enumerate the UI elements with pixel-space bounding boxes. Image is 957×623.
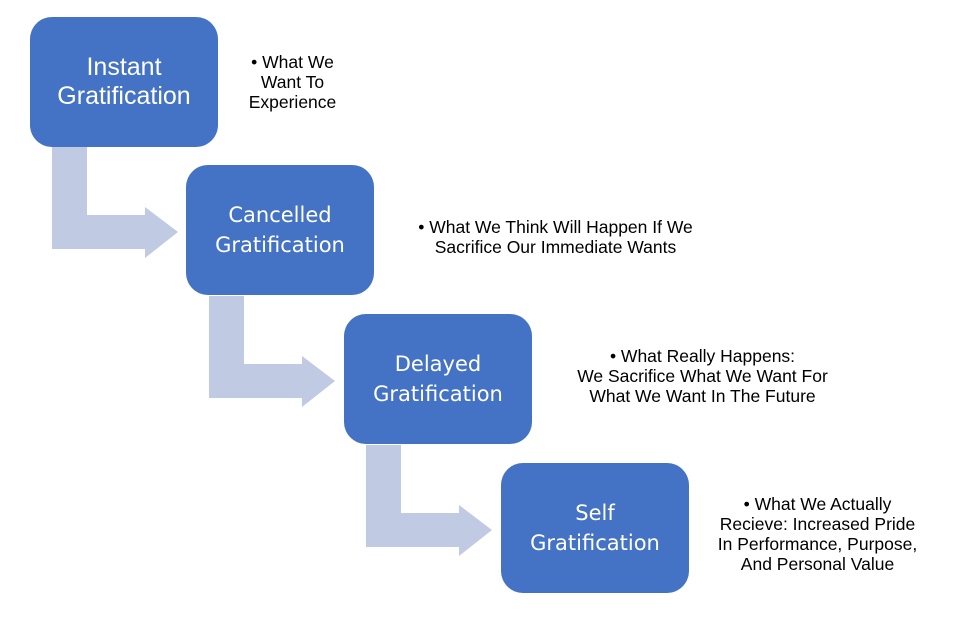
step-title-line: Gratification (215, 233, 345, 257)
description-line: What We Want In The Future (589, 386, 816, 406)
description-line: • What We Think Will Happen If We (418, 217, 693, 237)
step-box-self-gratification: Self Gratification (501, 463, 689, 593)
description-line: Sacrifice Our Immediate Wants (434, 237, 677, 257)
step-description-self-gratification: • What We Actually Recieve: Increased Pr… (700, 494, 935, 574)
bent-arrow-icon (52, 147, 178, 258)
step-description-delayed-gratification: • What Really Happens: We Sacrifice What… (540, 346, 865, 406)
step-title-line: Gratification (530, 531, 660, 555)
step-description-instant-gratification: • What We Want To Experience (230, 52, 355, 112)
description-line: We Sacrifice What We Want For (577, 366, 828, 386)
description-line: • What Really Happens: (609, 346, 796, 366)
step-title-line: Cancelled (228, 203, 332, 227)
step-box-delayed-gratification: Delayed Gratification (344, 314, 532, 444)
step-title-line: Delayed (394, 352, 482, 376)
description-line: In Performance, Purpose, (717, 534, 918, 554)
description-line: Want To (260, 72, 325, 92)
step-description-cancelled-gratification: • What We Think Will Happen If We Sacrif… (383, 217, 728, 257)
step-title-line: Instant (86, 53, 162, 81)
step-box-cancelled-gratification: Cancelled Gratification (186, 165, 374, 295)
step-title-line: Gratification (57, 82, 191, 110)
bent-arrow-icon (366, 445, 492, 556)
step-title-line: Gratification (373, 382, 503, 406)
description-line: And Personal Value (740, 554, 895, 574)
description-line: Experience (248, 92, 337, 112)
bent-arrow-icon (209, 296, 335, 407)
step-box-instant-gratification: Instant Gratification (30, 17, 218, 147)
description-line: • What We Actually (743, 494, 892, 514)
description-line: Recieve: Increased Pride (719, 514, 916, 534)
step-title-line: Self (575, 501, 615, 525)
description-line: • What We (251, 52, 334, 72)
